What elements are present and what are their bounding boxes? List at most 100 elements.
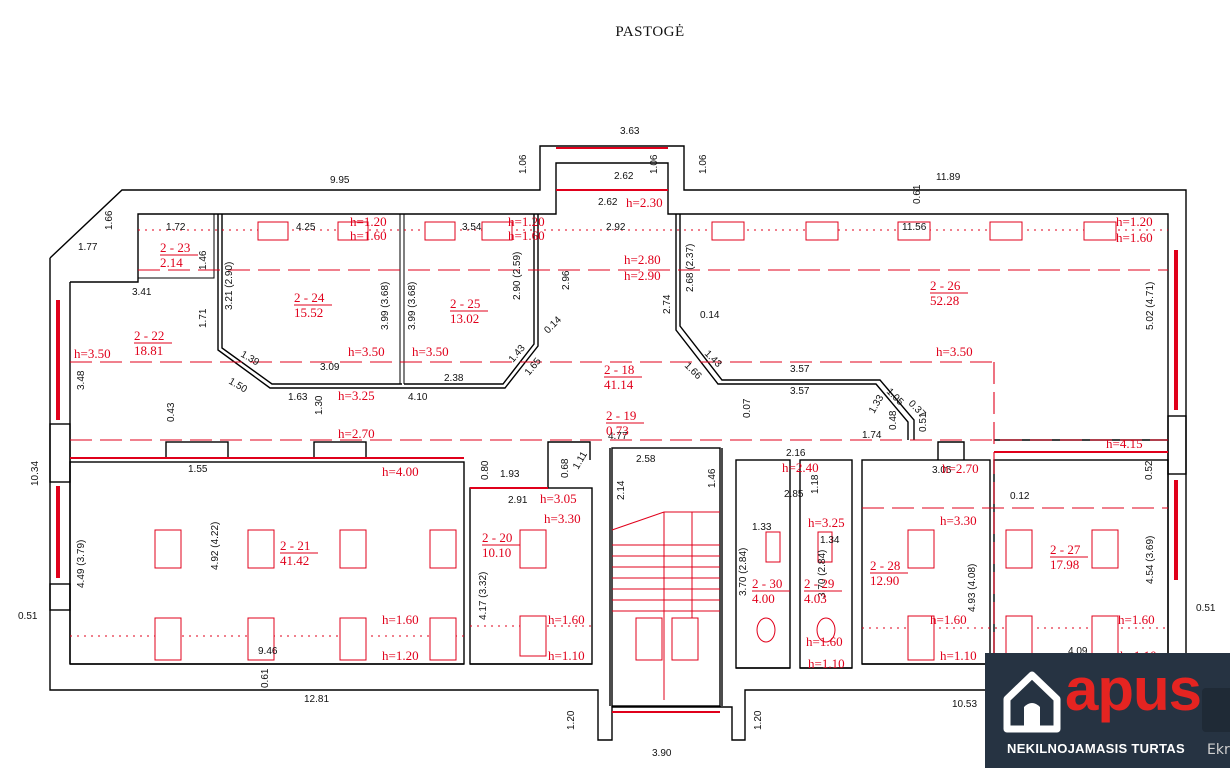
logo-subtitle: NEKILNOJAMASIS TURTAS [1007,741,1185,756]
dimension-label: 1.06 [518,154,529,174]
height-label: h=1.60 [1116,230,1153,245]
room-area: 18.81 [134,343,163,358]
height-label: h=1.60 [548,612,585,627]
dimension-label: 5.02 (4.71) [1145,282,1156,330]
dimension-label: 3.99 (3.68) [407,282,418,330]
dimension-label: 3.57 [790,386,810,397]
room-area: 0.73 [606,423,629,438]
room-number: 2 - 24 [294,290,325,305]
dimension-label: 2.62 [598,197,618,208]
dimension-label: 1.33 [752,522,772,533]
room-number: 2 - 28 [870,558,900,573]
dimension-label: 3.09 [320,362,340,373]
dimension-label: 1.77 [78,242,98,253]
height-label: h=4.15 [1106,436,1143,451]
height-label: h=1.10 [808,656,845,671]
dimension-label: 4.09 [1068,646,1088,657]
height-label: h=1.60 [930,612,967,627]
height-label: h=2.30 [626,195,663,210]
height-label: h=1.10 [548,648,585,663]
dimension-label: 3.70 (2.84) [738,548,749,596]
plan-title: PASTOGĖ [615,24,685,40]
dimension-label: 1.20 [566,710,577,730]
height-label: h=2.40 [782,460,819,475]
dimension-label: 2.91 [508,495,528,506]
dimension-label: 1.06 [698,154,709,174]
dimension-label: 1.46 [707,468,718,488]
dimension-label: 0.51 [1196,603,1216,614]
dimension-label: 2.85 [784,489,804,500]
dimension-label: 1.63 [288,392,308,403]
room-area: 41.14 [604,377,634,392]
dimension-label: 3.54 [462,222,482,233]
dimension-label: 4.92 (4.22) [210,522,221,570]
dimension-label: 3.63 [620,126,640,137]
height-label: h=1.60 [1118,612,1155,627]
height-label: h=2.70 [338,426,375,441]
dimension-label: 3.57 [790,364,810,375]
dimension-label: 1.66 [682,360,704,382]
dimension-label: 11.89 [936,172,961,183]
room-area: 52.28 [930,293,959,308]
height-label: h=1.10 [940,648,977,663]
height-label: h=1.60 [382,612,419,627]
dimension-label: 0.61 [260,668,271,688]
dimension-label: 1.71 [198,308,209,328]
dimension-label: 1.33 [867,393,886,416]
dimension-label: 4.25 [296,222,316,233]
dimension-label: 3.21 (2.90) [224,262,235,310]
dimension-label: 3.05 [932,465,952,476]
side-panel-button[interactable] [1202,688,1230,732]
height-label: h=3.25 [808,515,845,530]
dimension-label: 1.34 [820,535,840,546]
room-area: 10.10 [482,545,511,560]
dimension-label: 2.62 [614,171,634,182]
room-number: 2 - 22 [134,328,164,343]
room-number: 2 - 30 [752,576,782,591]
dimension-label: 10.53 [952,699,977,710]
height-label: h=2.80 [624,252,661,267]
room-number: 2 - 27 [1050,542,1081,557]
height-label: h=4.00 [382,464,419,479]
dimension-label: 1.50 [227,376,250,395]
dimension-label: 1.65 [523,356,544,378]
dimension-label: 10.34 [30,461,41,486]
room-area: 2.14 [160,255,183,270]
dimension-label: 1.18 [810,474,821,494]
height-label: h=3.50 [412,344,449,359]
staircase [611,511,836,700]
height-label: h=3.30 [544,511,581,526]
dimension-label: 2.90 (2.59) [512,252,523,300]
dimension-label: 2.38 [444,373,464,384]
dimension-label: 0.51 [18,611,38,622]
room-number: 2 - 20 [482,530,512,545]
dimension-label: 1.72 [166,222,186,233]
height-label: h=3.25 [338,388,375,403]
dimension-label: 3.99 (3.68) [380,282,391,330]
dimension-label: 2.14 [616,480,627,500]
dimension-label: 3.41 [132,287,152,298]
dimension-label: 0.48 [888,410,899,430]
dimension-label: 3.90 [652,748,672,759]
room-number: 2 - 21 [280,538,310,553]
dimension-label: 1.30 [314,395,325,415]
dimension-label: 0.14 [700,310,720,321]
dimension-label: 2.16 [786,448,806,459]
dimension-label: 1.06 [649,154,660,174]
dimension-label: 1.46 [198,250,209,270]
height-labels: h=1.20h=1.60h=1.20h=1.60h=1.20h=1.60h=2.… [74,195,1157,671]
height-label: h=1.20 [508,214,545,229]
dimension-label: 4.93 (4.08) [967,564,978,612]
dimension-label: 3.70 (2.84) [817,550,828,598]
height-label: h=1.20 [382,648,419,663]
dimension-label: 1.93 [500,469,520,480]
house-icon [1003,671,1061,733]
height-label: h=3.50 [74,346,111,361]
height-label: h=2.90 [624,268,661,283]
dimension-label: 2.92 [606,222,626,233]
dimension-label: 12.81 [304,694,329,705]
dimension-label: 4.49 (3.79) [76,540,87,588]
roof-windows [154,221,1119,661]
dimension-label: 9.46 [258,646,278,657]
